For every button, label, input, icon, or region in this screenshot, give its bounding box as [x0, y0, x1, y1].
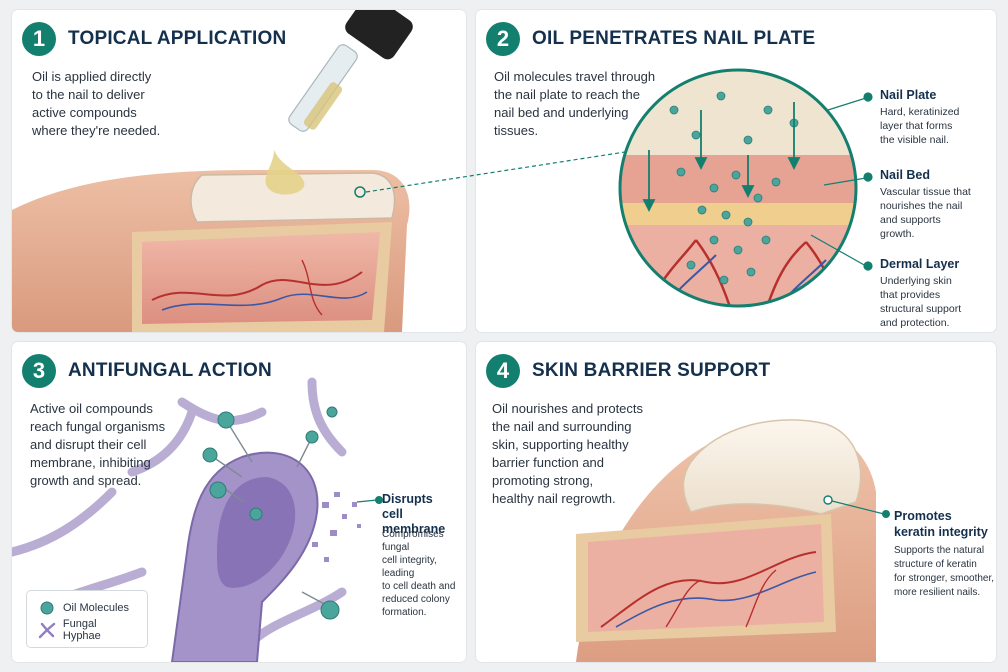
label-dot-icon [375, 496, 383, 504]
panel-skin-barrier: 4 SKIN BARRIER SUPPORT Oil nourishes and… [476, 342, 996, 662]
label-nail-plate-desc: Hard, keratinized layer that forms the v… [880, 106, 960, 146]
description-line: nail bed and underlying [494, 105, 629, 120]
label-nail-bed-desc: Vascular tissue that nourishes the nail … [880, 186, 971, 240]
description-line: the nail plate to reach the [494, 87, 640, 102]
description-line: healthy nail regrowth. [492, 491, 616, 506]
panel-3-description: Active oil compounds reach fungal organi… [30, 400, 165, 490]
label-nail-plate: Nail Plate [880, 88, 937, 102]
panel-2-description: Oil molecules travel through the nail pl… [494, 68, 655, 140]
capillary [301, 259, 323, 316]
toe-nail [682, 419, 862, 515]
vein [161, 291, 368, 311]
tissue-layer [142, 232, 380, 324]
membrane-fragments [312, 492, 361, 562]
callout-lines [810, 92, 873, 271]
oil-molecule-icon [669, 91, 799, 285]
label-dot-icon [882, 510, 890, 518]
oil-molecule-icon [40, 601, 54, 615]
label-dermal-layer-desc: Underlying skin that provides structural… [880, 275, 962, 329]
description-line: membrane, inhibiting [30, 455, 151, 470]
description-line: reach fungal organisms [30, 419, 166, 434]
panel-1-header: 1 TOPICAL APPLICATION [22, 22, 286, 56]
finger-dropper-illustration [12, 10, 413, 332]
label-disrupts-membrane: Disrupts cell membrane [382, 492, 446, 536]
fungal-cell-illustration [12, 377, 383, 662]
step-number: 4 [486, 354, 520, 388]
step-number: 3 [22, 354, 56, 388]
description-line: promoting strong, [492, 473, 594, 488]
legend: Oil Molecules Fungal Hyphae [26, 590, 148, 648]
toe-nail-illustration [576, 419, 890, 662]
oil-drop [265, 150, 305, 195]
blood-vessel [600, 551, 817, 628]
dropper-icon [288, 10, 413, 132]
panel-title: ANTIFUNGAL ACTION [68, 360, 272, 381]
nail-bed-layer [620, 155, 856, 203]
legend-item-oil: Oil Molecules [37, 597, 137, 619]
description-line: the nail and surrounding [492, 419, 632, 434]
label-dot-icon [823, 495, 833, 505]
panel-title: SKIN BARRIER SUPPORT [532, 360, 771, 381]
tissue-layer [588, 524, 824, 632]
penetration-arrows [642, 102, 801, 213]
panel-3-header: 3 ANTIFUNGAL ACTION [22, 354, 272, 388]
description-line: skin, supporting healthy [492, 437, 629, 452]
label-dermal-layer: Dermal Layer [880, 257, 960, 271]
description-line: Active oil compounds [30, 401, 153, 416]
label-disrupts-membrane-desc: Compromises fungal cell integrity, leadi… [382, 529, 456, 618]
fungal-hyphae-icon [38, 622, 56, 639]
panel-2-header: 2 OIL PENETRATES NAIL PLATE [486, 22, 815, 56]
panel-topical-application: 1 TOPICAL APPLICATION Oil is applied dir… [12, 10, 466, 332]
panel-antifungal-action: 3 ANTIFUNGAL ACTION Active oil compounds… [12, 342, 466, 662]
description-line: active compounds [32, 105, 137, 120]
description-line: to the nail to deliver [32, 87, 145, 102]
vein [615, 571, 817, 628]
label-nail-bed: Nail Bed [880, 168, 931, 182]
panel-4-description: Oil nourishes and protects the nail and … [492, 400, 643, 508]
panel-1-description: Oil is applied directly to the nail to d… [32, 68, 160, 140]
nail-cross-section-illustration [618, 68, 873, 308]
panel-title: OIL PENETRATES NAIL PLATE [532, 28, 816, 49]
callout-line [827, 499, 885, 515]
description-line: and disrupt their cell [30, 437, 147, 452]
description-line: tissues. [494, 123, 539, 138]
description-line: Oil is applied directly [32, 69, 152, 84]
label-keratin-integrity: Promotes keratin integrity [894, 509, 988, 539]
description-line: where they're needed. [32, 123, 161, 138]
legend-item-hyphae: Fungal Hyphae [37, 618, 137, 642]
blood-vessel [151, 271, 363, 301]
panel-title: TOPICAL APPLICATION [68, 28, 287, 49]
description-line: barrier function and [492, 455, 605, 470]
panel-4-header: 4 SKIN BARRIER SUPPORT [486, 354, 770, 388]
step-number: 1 [22, 22, 56, 56]
capillary [665, 569, 777, 628]
fat-band [620, 203, 856, 225]
description-line: growth and spread. [30, 473, 142, 488]
label-keratin-integrity-desc: Supports the natural structure of kerati… [894, 545, 995, 598]
description-line: Oil nourishes and protects [492, 401, 644, 416]
description-line: Oil molecules travel through [494, 69, 656, 84]
panel-oil-penetrates: 2 OIL PENETRATES NAIL PLATE Oil molecule… [476, 10, 996, 332]
label-dot-icon [354, 186, 366, 198]
oil-molecule-icon [202, 406, 340, 620]
step-number: 2 [486, 22, 520, 56]
cell-interior [217, 477, 296, 588]
